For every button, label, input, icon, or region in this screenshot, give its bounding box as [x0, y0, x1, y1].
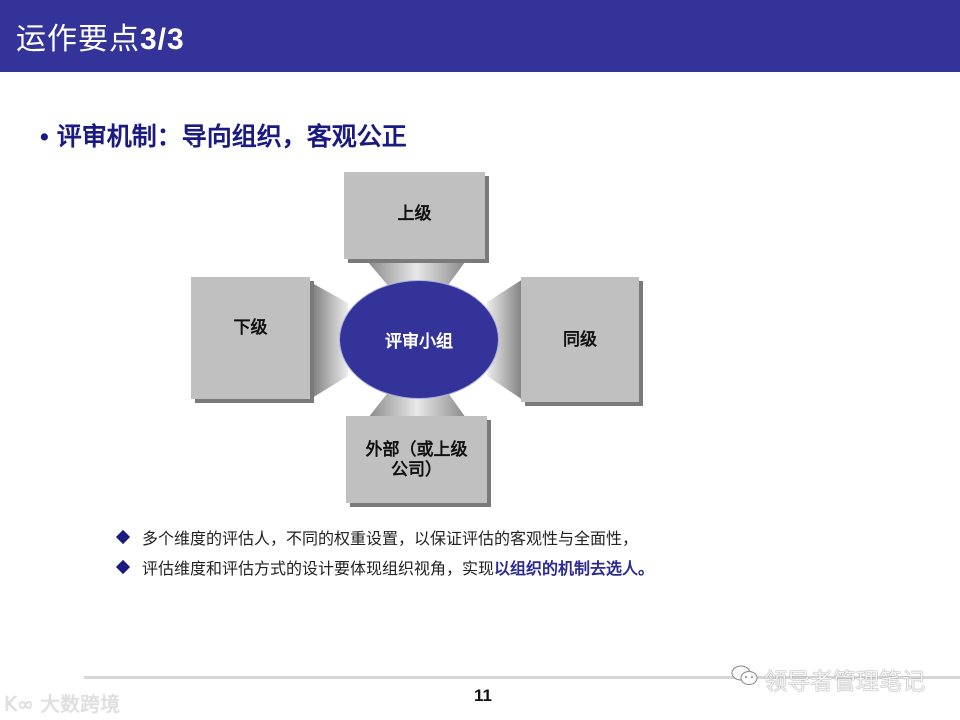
bullet-text: 多个维度的评估人，不同的权重设置，以保证评估的客观性与全面性，: [142, 529, 639, 548]
watermark-left-text: 大数跨境: [40, 692, 121, 716]
list-item: 评估维度和评估方式的设计要体现组织视角，实现以组织的机制去选人。: [114, 552, 654, 582]
wechat-icon: [730, 663, 760, 695]
review-panel-ellipse: 评审小组: [339, 280, 499, 399]
box-external: 外部（或上级 公司）: [346, 416, 487, 503]
watermark-logo-icon: K∞: [4, 692, 34, 716]
title-number: 3/3: [140, 23, 185, 56]
watermark-left: K∞ 大数跨境: [4, 688, 120, 717]
box-subordinate-label: 下级: [233, 318, 268, 338]
connector-left: [312, 283, 348, 398]
footer-divider: [84, 676, 960, 679]
bullet-emphasis: 以组织的机制去选人。: [494, 559, 655, 578]
box-superior: 上级: [344, 172, 485, 259]
box-peer-label: 同级: [563, 329, 597, 350]
box-external-label-line1: 外部（或上级: [365, 439, 468, 460]
box-superior-label: 上级: [397, 203, 432, 224]
bullet-list: 多个维度的评估人，不同的权重设置，以保证评估的客观性与全面性， 评估维度和评估方…: [114, 522, 654, 582]
diamond-bullet-icon: [115, 559, 131, 575]
title-text: 运作要点: [16, 22, 140, 57]
connector-right: [487, 279, 523, 400]
watermark-right-text: 领导者管理笔记: [764, 669, 925, 695]
review-panel-label: 评审小组: [385, 332, 453, 352]
diamond-bullet-icon: [115, 529, 131, 545]
box-subordinate: 下级: [191, 277, 310, 399]
box-peer: 同级: [521, 277, 639, 402]
list-item: 多个维度的评估人，不同的权重设置，以保证评估的客观性与全面性，: [114, 522, 654, 552]
headline: •评审机制：导向组织，客观公正: [40, 117, 407, 153]
bullet-text: 评估维度和评估方式的设计要体现组织视角，实现: [142, 559, 495, 578]
slide-header: 运作要点3/3: [0, 0, 960, 72]
bullet-dot-icon: •: [40, 123, 49, 151]
slide-title: 运作要点3/3: [16, 14, 185, 58]
box-external-label-line2: 公司）: [391, 459, 442, 480]
connector-bottom: [368, 390, 466, 418]
watermark-right: 领导者管理笔记: [730, 662, 925, 696]
headline-text: 评审机制：导向组织，客观公正: [56, 122, 407, 151]
page-number: 11: [474, 686, 492, 705]
